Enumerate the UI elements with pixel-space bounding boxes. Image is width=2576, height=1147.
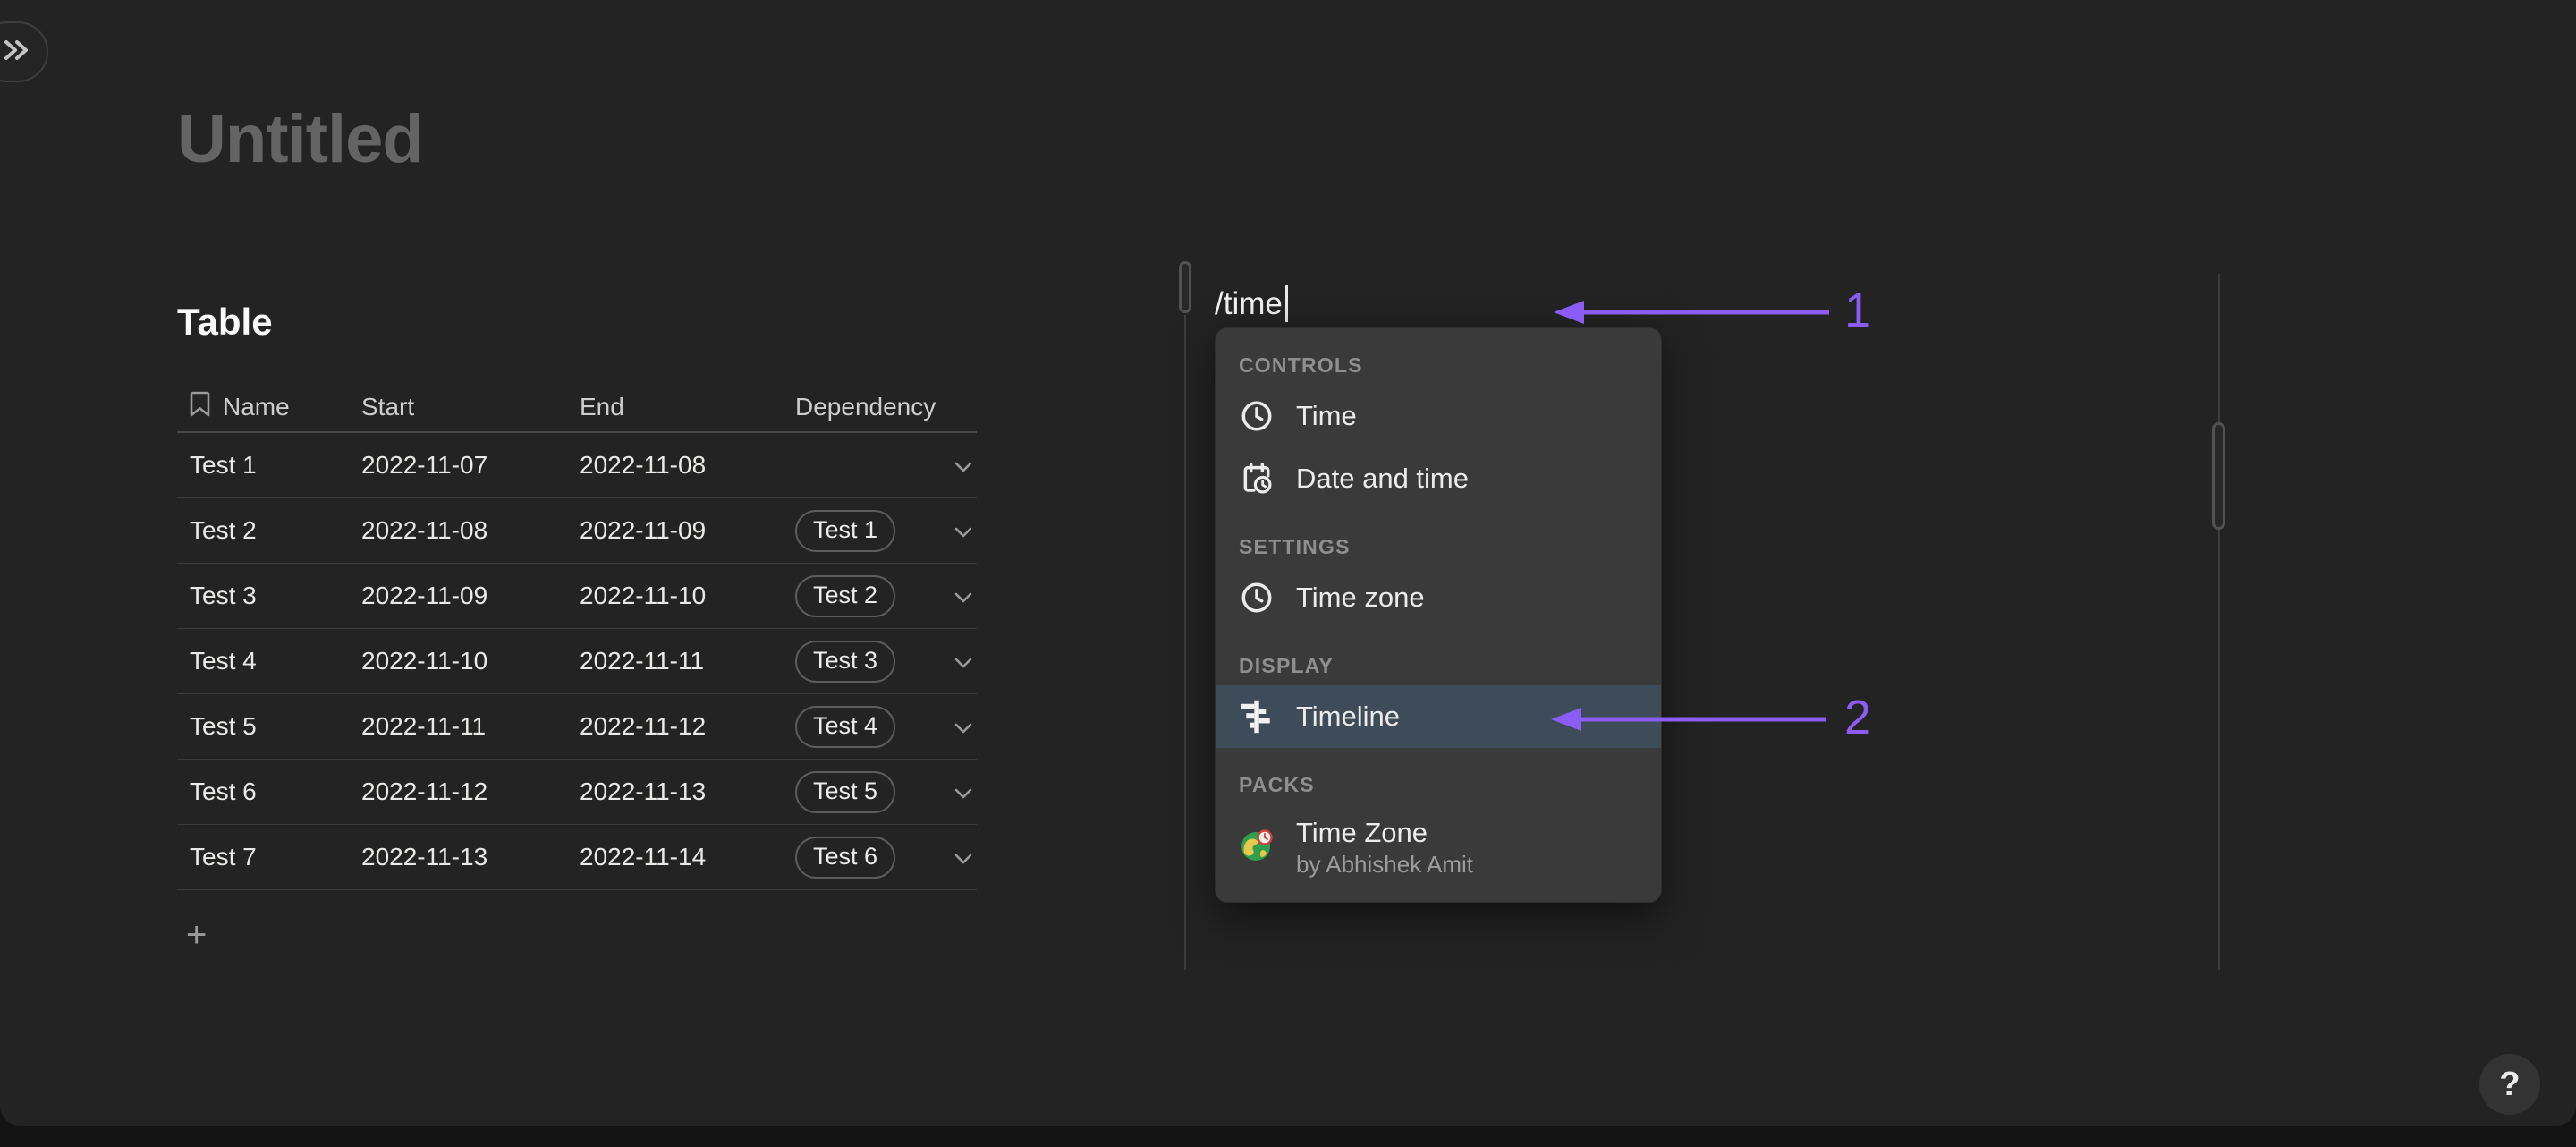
dependency-pill[interactable]: Test 4 [795,705,896,748]
help-button[interactable]: ? [2479,1054,2540,1115]
menu-section-controls: CONTROLS [1239,353,1363,377]
column-header-end[interactable]: End [580,393,624,421]
annotation-number-1: 1 [1844,284,1872,337]
row-expand-icon[interactable] [953,451,973,480]
table-section: Table Name Start End Dependency Test 1 2… [177,301,977,956]
table-row[interactable]: Test 7 2022-11-13 2022-11-14 Test 6 [177,825,977,890]
column-header-start[interactable]: Start [361,393,415,421]
dependency-pill[interactable]: Test 2 [795,574,896,617]
page-title: Untitled [177,101,424,177]
clock-icon [1239,581,1275,615]
column-divider-left [1184,315,1186,970]
annotation-number-2: 2 [1844,691,1872,744]
dependency-pill[interactable]: Test 1 [795,509,896,552]
expand-sidebar-button[interactable] [0,21,48,82]
question-mark-icon: ? [2499,1065,2521,1103]
column-header-dependency[interactable]: Dependency [795,393,936,421]
pack-author: by Abhishek Amit [1296,851,1473,878]
annotation-arrow-1 [1554,301,1829,324]
pack-title: Time Zone [1296,817,1428,848]
calendar-clock-icon [1239,462,1275,496]
dependency-pill[interactable]: Test 3 [795,640,896,683]
column-drag-handle-left[interactable] [1179,261,1191,313]
table-row[interactable]: Test 3 2022-11-09 2022-11-10 Test 2 [177,564,977,629]
row-expand-icon[interactable] [953,712,973,741]
table-row[interactable]: Test 5 2022-11-11 2022-11-12 Test 4 [177,694,977,760]
table-row[interactable]: Test 1 2022-11-07 2022-11-08 [177,433,977,498]
table-row[interactable]: Test 4 2022-11-10 2022-11-11 Test 3 [177,629,977,694]
bookmark-icon [190,391,210,424]
menu-section-display: DISPLAY [1239,654,1334,677]
double-chevron-right-icon [2,37,32,68]
table-title: Table [177,301,273,343]
menu-item-time-zone-pack[interactable]: Time Zone by Abhishek Amit [1216,804,1661,888]
table-row[interactable]: Test 6 2022-11-12 2022-11-13 Test 5 [177,760,977,825]
dependency-pill[interactable]: Test 6 [795,836,896,879]
column-header-name[interactable]: Name [223,393,290,421]
annotation-arrow-2 [1551,708,1826,731]
table-row[interactable]: Test 2 2022-11-08 2022-11-09 Test 1 [177,498,977,564]
add-row-button[interactable]: + [186,915,208,955]
timeline-icon [1239,700,1275,734]
row-expand-icon[interactable] [953,843,973,871]
menu-section-settings: SETTINGS [1239,535,1351,558]
dependency-pill[interactable]: Test 5 [795,770,896,813]
slash-command-menu: CONTROLS Time Date and time [1215,327,1662,903]
menu-item-time-zone[interactable]: Time zone [1216,566,1661,629]
row-expand-icon[interactable] [953,777,973,806]
timezone-pack-icon [1239,828,1275,868]
column-divider-right [2218,274,2220,970]
slash-command-input[interactable]: /time [1215,284,1288,322]
column-drag-handle-right[interactable] [2212,422,2225,530]
clock-icon [1239,399,1275,433]
menu-item-timeline[interactable]: Timeline [1216,685,1661,748]
row-expand-icon[interactable] [953,516,973,545]
row-expand-icon[interactable] [953,582,973,610]
menu-item-time[interactable]: Time [1216,385,1661,447]
table-header-row: Name Start End Dependency [177,383,977,433]
menu-item-date-and-time[interactable]: Date and time [1216,447,1661,510]
row-expand-icon[interactable] [953,647,973,675]
text-cursor [1284,284,1288,322]
menu-section-packs: PACKS [1239,773,1315,796]
